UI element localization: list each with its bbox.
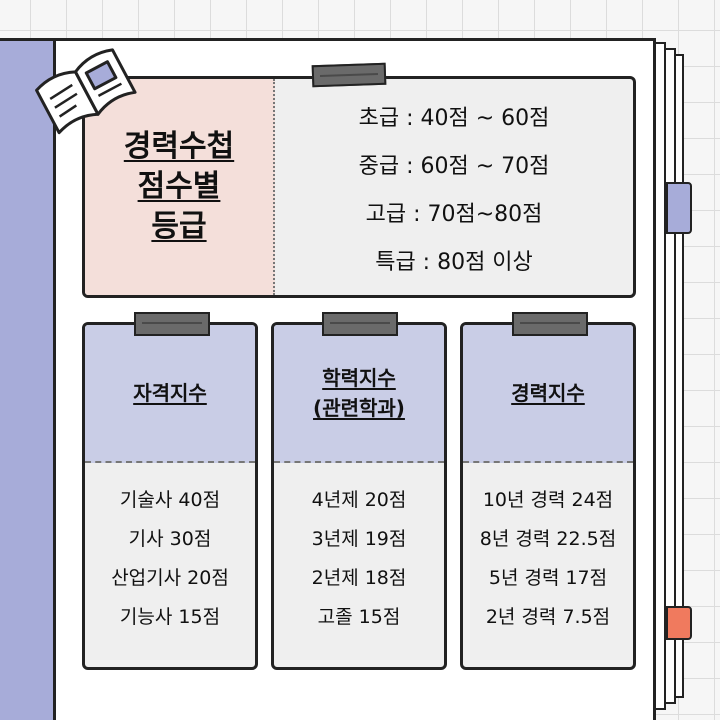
title-box: 경력수첩 점수별 등급 xyxy=(85,79,275,295)
summary-title-line: 경력수첩 xyxy=(123,129,235,164)
list-item: 기능사 15점 xyxy=(119,606,221,628)
list-item: 8년 경력 22.5점 xyxy=(479,528,617,550)
card-title-line: 경력지수 xyxy=(511,381,585,405)
grade-entry: 특급 : 80점 이상 xyxy=(375,250,533,275)
grade-summary-panel: 경력수첩 점수별 등급 초급 : 40점 ~ 60점 중급 : 60점 ~ 70… xyxy=(82,76,636,298)
card-title-line: 학력지수 xyxy=(322,366,396,390)
list-item: 4년제 20점 xyxy=(311,489,407,511)
list-item: 기사 30점 xyxy=(128,528,212,550)
card-education-index: 학력지수 (관련학과) 4년제 20점 3년제 19점 2년제 18점 고졸 1… xyxy=(271,322,447,670)
card-qualification-index: 자격지수 기술사 40점 기사 30점 산업기사 20점 기능사 15점 xyxy=(82,322,258,670)
card-list: 10년 경력 24점 8년 경력 22.5점 5년 경력 17점 2년 경력 7… xyxy=(463,463,633,637)
page-edge-2 xyxy=(666,48,676,704)
card-header: 학력지수 (관련학과) xyxy=(274,325,444,463)
summary-title-line: 점수별 xyxy=(137,169,221,204)
card-title-line: 자격지수 xyxy=(133,381,207,405)
tape-card-3 xyxy=(512,312,588,336)
grade-list: 초급 : 40점 ~ 60점 중급 : 60점 ~ 70점 고급 : 70점~8… xyxy=(275,95,633,287)
list-item: 기술사 40점 xyxy=(119,489,221,511)
list-item: 5년 경력 17점 xyxy=(488,567,608,589)
card-header: 자격지수 xyxy=(85,325,255,463)
list-item: 산업기사 20점 xyxy=(111,567,229,589)
tape-card-1 xyxy=(134,312,210,336)
list-item: 3년제 19점 xyxy=(311,528,407,550)
open-book-icon xyxy=(35,48,137,135)
index-tab-blue[interactable] xyxy=(666,182,692,234)
card-list: 4년제 20점 3년제 19점 2년제 18점 고졸 15점 xyxy=(274,463,444,637)
list-item: 고졸 15점 xyxy=(317,606,401,628)
card-career-index: 경력지수 10년 경력 24점 8년 경력 22.5점 5년 경력 17점 2년… xyxy=(460,322,636,670)
grade-entry: 초급 : 40점 ~ 60점 xyxy=(358,106,550,131)
index-tab-orange[interactable] xyxy=(666,606,692,640)
card-list: 기술사 40점 기사 30점 산업기사 20점 기능사 15점 xyxy=(85,463,255,637)
grade-entry: 중급 : 60점 ~ 70점 xyxy=(358,154,550,179)
summary-title-line: 등급 xyxy=(151,209,207,244)
list-item: 2년제 18점 xyxy=(311,567,407,589)
grade-entry: 고급 : 70점~80점 xyxy=(365,202,543,227)
page-edge-1 xyxy=(656,42,666,710)
card-title-line: (관련학과) xyxy=(313,396,405,420)
list-item: 10년 경력 24점 xyxy=(482,489,614,511)
list-item: 2년 경력 7.5점 xyxy=(485,606,611,628)
card-header: 경력지수 xyxy=(463,325,633,463)
page-edge-3 xyxy=(676,54,684,698)
tape-card-2 xyxy=(322,312,398,336)
tape-summary xyxy=(311,62,387,88)
notebook-spine xyxy=(0,38,56,720)
